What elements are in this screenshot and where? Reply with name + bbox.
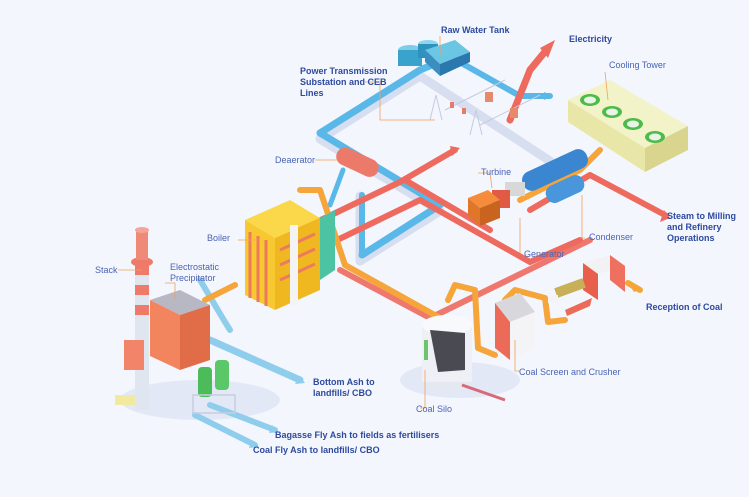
label-condenser: Condenser [589,232,634,242]
label-bagasse-fly-ash: Bagasse Fly Ash to fields as fertilisers [275,430,440,440]
steam-arrowhead-2 [450,146,460,156]
steam-arrowhead [660,210,670,222]
label-electrostatic-precipitator: Electrostatic Precipitator [170,262,220,283]
label-coal-silo: Coal Silo [416,404,453,414]
coal-reception [548,255,625,316]
label-stack: Stack [95,265,118,275]
leader-lines [118,36,609,409]
bottom-ash-arrowhead [295,376,305,384]
deaerator [336,147,379,177]
power-substation [429,79,541,136]
label-deaerator: Deaerator [275,155,316,165]
label-turbine: Turbine [481,167,512,177]
label-coal-screen-crusher: Coal Screen and Crusher [519,367,621,377]
water-pipe [192,57,555,448]
label-power-transmission: Power Transmission Substation and CEB Li… [300,66,388,98]
label-boiler: Boiler [207,233,231,243]
boiler [245,200,335,310]
stack [131,227,153,410]
label-reception-of-coal: Reception of Coal [646,302,723,312]
cooling-tower [568,80,688,172]
coal-crusher [495,293,535,360]
label-cooling-tower: Cooling Tower [609,60,666,70]
label-steam-to-milling: Steam to Milling and Refinery Operations [667,211,737,243]
coal-ash-arrowhead [249,440,259,448]
fly-ash-silos [192,360,236,414]
label-raw-water-tank: Raw Water Tank [441,25,510,35]
bagasse-ash-arrowhead [269,425,279,433]
raw-water-tank [398,40,470,76]
water-arrowhead [544,92,552,100]
coal-silo [422,315,506,402]
electrostatic-precipitator [115,290,210,405]
label-electricity: Electricity [569,34,613,44]
label-coal-fly-ash: Coal Fly Ash to landfills/ CBO [253,445,380,455]
label-bottom-ash: Bottom Ash to landfills/ CBO [313,377,375,398]
turbine-condenser [468,149,588,226]
label-generator: Generator [524,249,565,259]
electricity-arrowhead [540,40,555,58]
coal-arrowhead [628,283,640,292]
